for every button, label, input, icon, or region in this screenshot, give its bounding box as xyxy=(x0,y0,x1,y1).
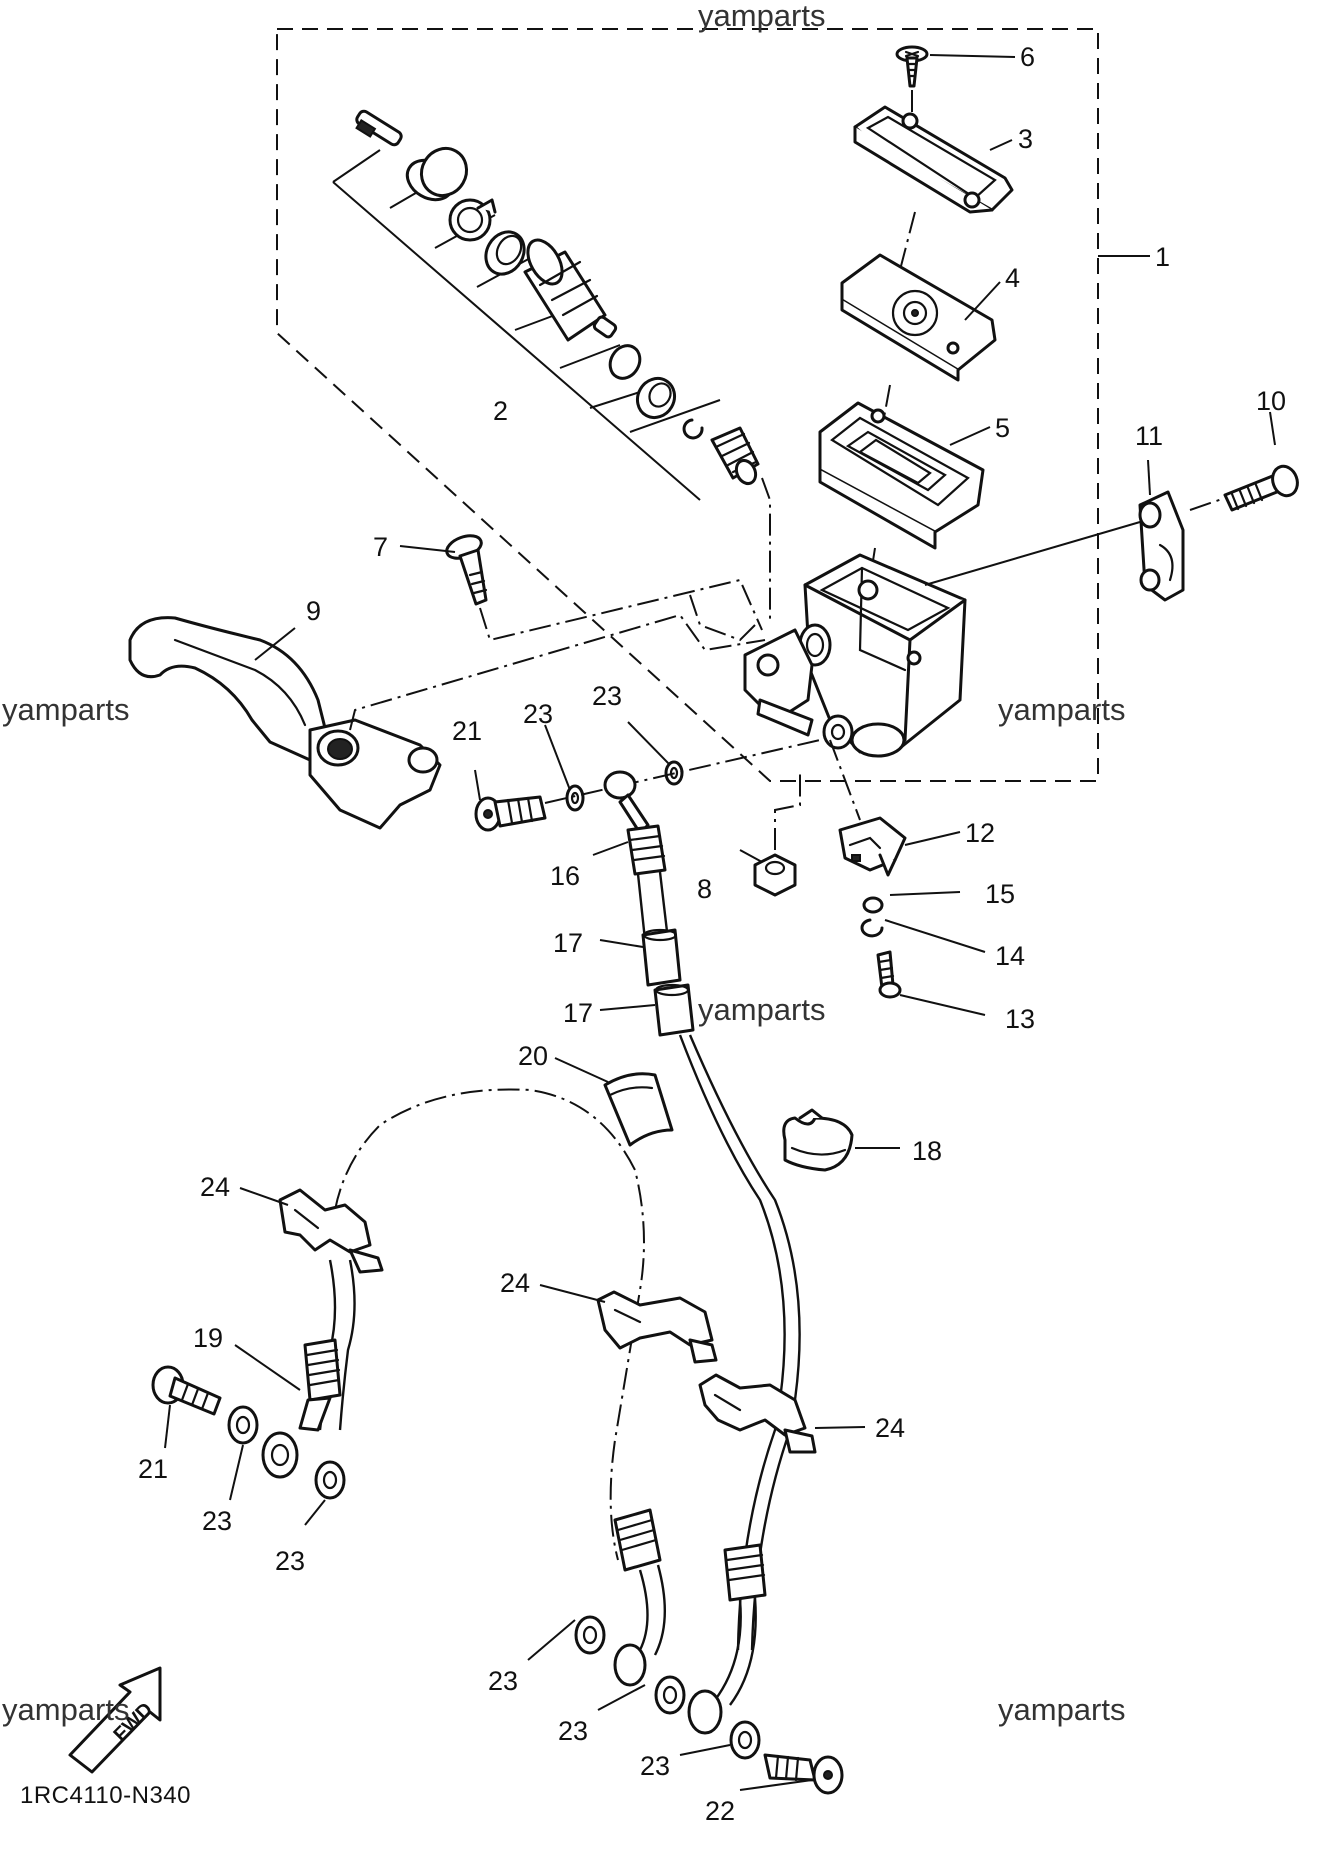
callout-23f: 23 xyxy=(558,1716,588,1746)
dust-boot xyxy=(405,146,469,202)
lower-right-hose-run xyxy=(678,1034,786,1651)
union-bolt-lower-icon xyxy=(763,1753,844,1795)
diaphragm-icon xyxy=(818,401,985,550)
holder-and-bolt xyxy=(924,464,1299,602)
copper-washer-1-icon xyxy=(565,784,585,812)
callout-23b: 23 xyxy=(592,681,622,711)
master-cylinder-body xyxy=(743,553,967,758)
lever-axis-line xyxy=(349,613,766,731)
watermark-top: yamparts xyxy=(698,0,825,33)
brake-switch-icon xyxy=(838,816,907,877)
brake-lever-icon xyxy=(128,616,442,830)
diaphragm-plate-icon xyxy=(840,253,997,382)
callout-19: 19 xyxy=(193,1323,223,1353)
watermark-bottom-left: yamparts xyxy=(2,1692,129,1727)
callout-23a: 23 xyxy=(523,699,553,729)
small-clip xyxy=(682,418,704,440)
holder-icon xyxy=(1138,490,1185,602)
copper-washer-5-icon xyxy=(574,1615,606,1655)
callout-12: 12 xyxy=(965,818,995,848)
hose-guide-3-icon xyxy=(698,1373,817,1454)
copper-washer-4-icon xyxy=(314,1460,346,1500)
callout-24c: 24 xyxy=(875,1413,905,1443)
copper-washer-7-icon xyxy=(729,1720,761,1760)
hose-protector-b-icon xyxy=(653,983,695,1037)
reservoir-cap-icon xyxy=(853,105,1014,214)
callout-14: 14 xyxy=(995,941,1025,971)
callout-4: 4 xyxy=(1005,263,1020,293)
hose-protector-a-icon xyxy=(641,928,682,987)
watermark-left: yamparts xyxy=(2,692,129,727)
leader-lines xyxy=(164,54,1276,1791)
hose-guide-1-icon xyxy=(278,1188,384,1274)
callout-24a: 24 xyxy=(200,1172,230,1202)
callout-3: 3 xyxy=(1018,124,1033,154)
callout-23e: 23 xyxy=(488,1666,518,1696)
callout-11: 11 xyxy=(1135,421,1163,451)
watermarks: yamparts yamparts yamparts yamparts yamp… xyxy=(2,0,1125,1727)
master-cylinder-kit-parts xyxy=(332,109,771,620)
callout-9: 9 xyxy=(306,596,321,626)
callout-23c: 23 xyxy=(202,1506,232,1536)
callout-20: 20 xyxy=(518,1041,548,1071)
callout-5: 5 xyxy=(995,413,1010,443)
o-ring xyxy=(608,344,642,380)
left-hose-route xyxy=(334,1088,645,1561)
brake-hose-left-icon xyxy=(298,1338,342,1432)
callout-13: 13 xyxy=(1005,1004,1035,1034)
watermark-center: yamparts xyxy=(698,992,825,1027)
pivot-bolt-icon xyxy=(445,534,763,642)
copper-washer-3-icon xyxy=(227,1405,259,1445)
callout-labels: 1 2 3 4 5 6 7 8 9 10 11 12 13 14 15 16 1… xyxy=(138,42,1286,1826)
callout-7: 7 xyxy=(373,532,388,562)
callout-6: 6 xyxy=(1020,42,1035,72)
return-spring xyxy=(710,426,760,486)
piston xyxy=(523,238,618,342)
callout-24b: 24 xyxy=(500,1268,530,1298)
callout-17a: 17 xyxy=(553,928,583,958)
lower-right-fitting-icon xyxy=(687,1543,767,1735)
hose-clamp-icon xyxy=(782,1108,854,1172)
push-rod xyxy=(355,109,403,147)
banjo-left-ring-icon xyxy=(261,1431,299,1479)
copper-washer-6-icon xyxy=(654,1675,686,1715)
hose-guide-2-icon xyxy=(596,1290,718,1364)
callout-1: 1 xyxy=(1155,242,1170,272)
callout-23d: 23 xyxy=(275,1546,305,1576)
union-bolt-upper-icon xyxy=(474,795,547,832)
secondary-cup xyxy=(635,376,677,420)
spring-washer-14-icon xyxy=(860,918,884,938)
callout-22: 22 xyxy=(705,1796,735,1826)
watermark-bottom-right: yamparts xyxy=(998,1692,1125,1727)
circlip xyxy=(448,198,497,242)
hose-sleeve-icon xyxy=(603,1072,674,1147)
callout-21a: 21 xyxy=(452,716,482,746)
reservoir-cap-stack xyxy=(818,45,1014,581)
lower-middle-fitting-icon xyxy=(613,1508,666,1687)
watermark-right: yamparts xyxy=(998,692,1125,727)
washer-15-icon xyxy=(862,896,884,914)
diagram-code: 1RC4110-N340 xyxy=(20,1782,191,1809)
brake-hose-upper-icon xyxy=(603,770,670,941)
union-bolt-left-icon xyxy=(151,1365,222,1416)
piston-cup xyxy=(484,230,526,276)
lever-nut-icon xyxy=(753,770,801,897)
callout-23g: 23 xyxy=(640,1751,670,1781)
callout-10: 10 xyxy=(1256,386,1286,416)
callout-17b: 17 xyxy=(563,998,593,1028)
callout-18: 18 xyxy=(912,1136,942,1166)
banjo-axis-line xyxy=(544,739,821,804)
callout-2: 2 xyxy=(493,396,508,426)
switch-screw-icon xyxy=(876,950,902,999)
cap-screw-icon xyxy=(895,45,929,88)
holder-bolt-icon xyxy=(1223,464,1299,512)
callout-8: 8 xyxy=(697,874,712,904)
callout-21b: 21 xyxy=(138,1454,168,1484)
callout-16: 16 xyxy=(550,861,580,891)
callout-15: 15 xyxy=(985,879,1015,909)
